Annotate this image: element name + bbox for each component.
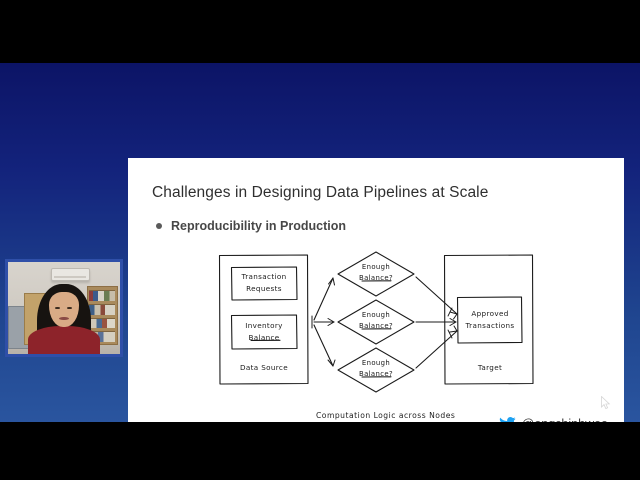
decision-middle-line2: Balance? (359, 322, 393, 330)
inventory-balance-box (230, 314, 298, 350)
bookshelf-row (89, 331, 115, 343)
bullet-dot-icon (156, 223, 162, 229)
pipeline-diagram: Transaction Requests Inventory Balance D… (216, 250, 536, 400)
presentation-stage: Challenges in Designing Data Pipelines a… (0, 63, 640, 422)
twitter-bird-icon (499, 417, 516, 422)
arrow-bottom-to-target (415, 330, 458, 369)
arrow-source-to-top (313, 277, 334, 321)
approved-transactions-box (456, 296, 523, 344)
approved-transactions-line2: Transactions (464, 321, 514, 330)
bookshelf-row (89, 317, 115, 329)
slide-canvas: Challenges in Designing Data Pipelines a… (128, 158, 624, 422)
presenter-eye-left (55, 307, 60, 310)
data-source-label: Data Source (240, 363, 288, 372)
data-source-container (218, 254, 309, 385)
mouse-pointer-icon (601, 396, 611, 410)
decision-middle-line1: Enough (362, 311, 390, 319)
transaction-requests-line2: Requests (246, 284, 282, 293)
decision-diamond-middle (337, 299, 415, 345)
presenter-mouth (59, 316, 69, 320)
inventory-balance-line1: Inventory (245, 321, 283, 330)
webcam-air-conditioner (50, 267, 90, 281)
bookshelf-row (89, 304, 115, 315)
presenter-torso (28, 326, 100, 354)
inventory-balance-line2: Balance (248, 333, 279, 342)
transaction-requests-line1: Transaction (241, 272, 287, 281)
twitter-handle[interactable]: @ongchinhwee (499, 417, 608, 422)
decision-top-line1: Enough (362, 263, 390, 271)
decision-bottom-line1: Enough (362, 359, 390, 367)
letterbox-top (0, 0, 640, 63)
target-label: Target (477, 363, 502, 372)
arrow-top-to-target (415, 276, 458, 315)
presenter-eye-right (67, 307, 73, 310)
letterbox-bottom (0, 422, 640, 480)
presenter-webcam[interactable] (5, 259, 123, 357)
decision-top-line2: Balance? (359, 274, 393, 282)
slide-bullet-text: Reproducibility in Production (171, 219, 346, 233)
diagram-caption: Computation Logic across Nodes (316, 411, 456, 420)
decision-bottom-line2: Balance? (359, 370, 393, 378)
target-container (443, 254, 534, 385)
slide-title: Challenges in Designing Data Pipelines a… (152, 184, 489, 201)
decision-diamond-top (337, 251, 415, 297)
transaction-requests-box (230, 266, 298, 301)
arrow-source-to-bottom (313, 324, 334, 367)
twitter-handle-text: @ongchinhwee (522, 417, 608, 422)
decision-diamond-bottom (337, 347, 415, 393)
presenter-face (49, 292, 79, 328)
bookshelf-row (89, 290, 115, 302)
approved-transactions-line1: Approved (471, 309, 508, 318)
slide-bullet-row: Reproducibility in Production (156, 219, 346, 233)
